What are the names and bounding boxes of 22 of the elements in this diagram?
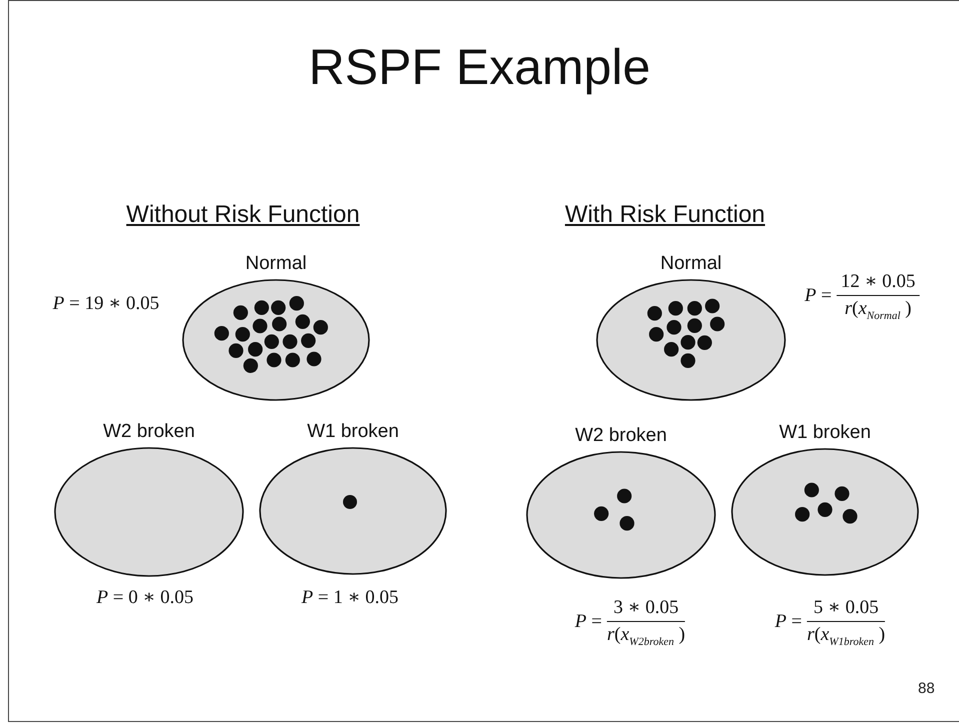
- formula-text: P = 1 ∗ 0.05: [302, 586, 398, 609]
- formula-text: P = 19 ∗ 0.05: [52, 292, 160, 315]
- formula-text: P =: [774, 610, 802, 632]
- section-heading: With Risk Function: [564, 201, 766, 229]
- section-heading: Without Risk Function: [126, 201, 360, 229]
- numerator-text: 3 ∗ 0.05: [607, 596, 686, 622]
- numerator-text: 12 ∗ 0.05: [836, 270, 920, 296]
- formula-text: P =: [804, 284, 832, 306]
- formula-text: P = 0 ∗ 0.05: [96, 586, 194, 609]
- region-label: W2 broken: [103, 421, 195, 443]
- region-label: Normal: [245, 253, 307, 275]
- region-label: Normal: [660, 253, 722, 275]
- denominator-text: r(x$_{W1broken}$ ): [807, 623, 886, 648]
- region-label: W1 broken: [779, 422, 871, 444]
- region-label: W2 broken: [575, 425, 667, 447]
- denominator-text: r(x$_{W2broken}$ ): [607, 623, 686, 648]
- slide-title: RSPF Example: [308, 40, 652, 95]
- denominator-text: r(x$_{Normal}$ ): [844, 297, 912, 322]
- formula-text: P =: [574, 610, 602, 632]
- numerator-text: 5 ∗ 0.05: [807, 596, 886, 622]
- page-number: 88: [918, 680, 935, 697]
- region-label: W1 broken: [307, 421, 399, 443]
